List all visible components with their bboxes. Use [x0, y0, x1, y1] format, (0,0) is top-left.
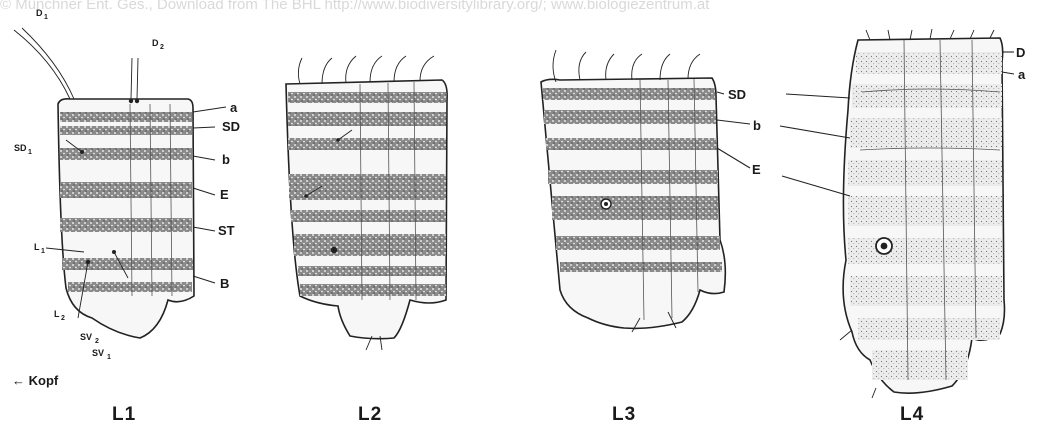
l1-seta-l1-sub: 1: [41, 248, 45, 255]
l1-seta-l2: L: [54, 309, 60, 319]
l3-label-e: E: [752, 162, 761, 177]
l1-label-e: E: [220, 187, 229, 202]
l1-seta-sv2: SV: [80, 332, 92, 342]
figure-l4: D a L4: [780, 29, 1026, 425]
l4-label-a: a: [1018, 67, 1026, 82]
l1-seta-sv1-sub: 1: [107, 354, 111, 361]
l1-seta-sd1-sub: 1: [28, 149, 32, 156]
l1-label-sd: SD: [222, 119, 240, 134]
l1-seta-sd1: SD: [14, 143, 27, 153]
l3-bands: [543, 88, 722, 272]
l1-seta-l2-sub: 2: [61, 315, 65, 322]
kopf-label: ← Kopf: [12, 373, 59, 388]
l1-seta-sv2-sub: 2: [95, 338, 99, 345]
figure-title-l2: L2: [358, 404, 382, 425]
figure-l2: L2: [286, 56, 447, 425]
l4-bands: [848, 52, 1002, 380]
figure-l3: SD b E L3: [541, 50, 761, 425]
l1-seta-d2-sub: 2: [160, 44, 164, 51]
l1-label-a: a: [230, 100, 238, 115]
l1-seta-l1: L: [34, 242, 40, 252]
l4-label-d: D: [1016, 45, 1025, 60]
l1-seta-d2: D: [152, 38, 159, 48]
l3-label-b: b: [753, 118, 761, 133]
l1-label-st: ST: [218, 223, 235, 238]
l3-label-sd: SD: [728, 87, 746, 102]
figure-l1: a SD b E ST B D 1 D 2 SD 1 L 1 L 2 SV 2 …: [12, 8, 240, 425]
l1-seta-d1: D: [36, 8, 43, 18]
l1-seta-sv1: SV: [92, 348, 104, 358]
figure-title-l3: L3: [612, 404, 636, 425]
figure-title-l4: L4: [900, 404, 924, 425]
figure-title-l1: L1: [112, 404, 136, 425]
l3-leaders: [717, 92, 750, 168]
l1-seta-d1-sub: 1: [44, 14, 48, 21]
l1-label-b-upper: B: [220, 276, 229, 291]
l1-label-b: b: [222, 152, 230, 167]
